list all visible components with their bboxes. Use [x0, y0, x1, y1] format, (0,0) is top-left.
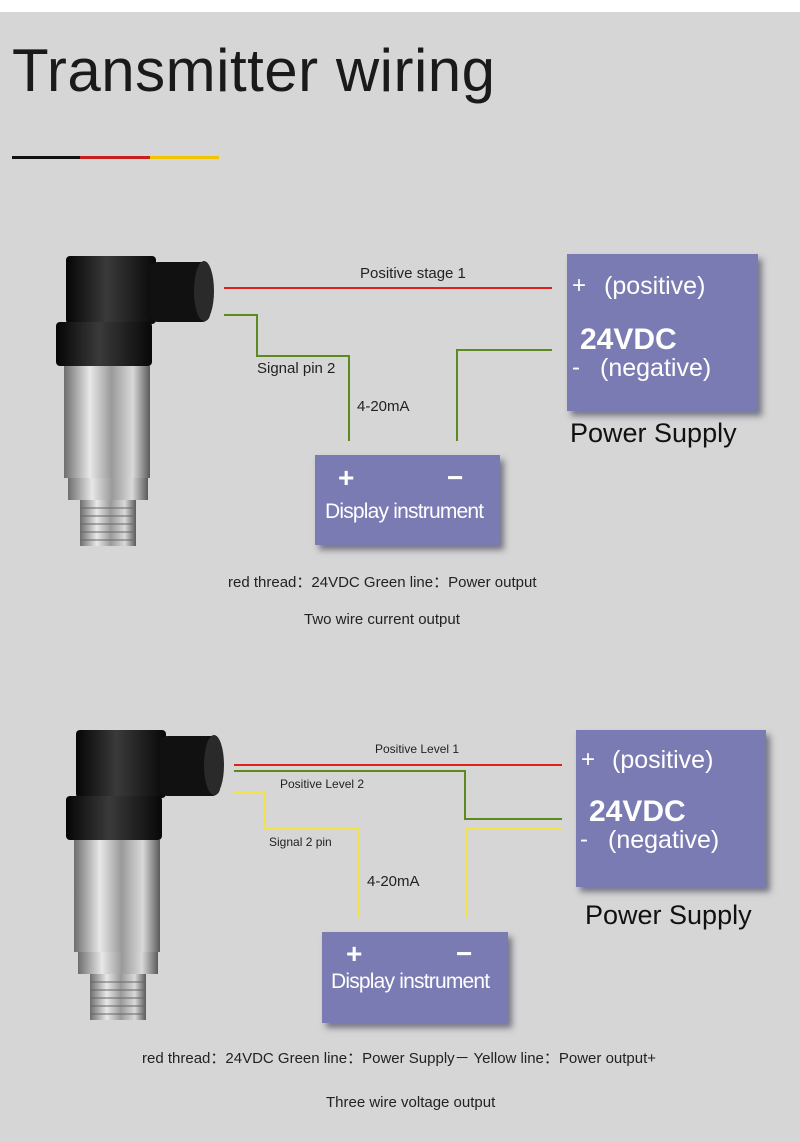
d1-display-label: Display instrument [325, 500, 484, 523]
pressure-transmitter-icon [56, 256, 214, 546]
d1-caption: Two wire current output [304, 611, 460, 628]
d1-display-plus: + [338, 462, 355, 493]
d2-display-minus: − [456, 938, 473, 969]
d1-power-supply-box [567, 254, 758, 411]
d1-red-wire-label: Positive stage 1 [360, 265, 466, 282]
page-title: Transmitter wiring [12, 37, 496, 104]
d2-signal-wire-label: Signal 2 pin [269, 835, 332, 849]
d2-display-box [322, 932, 508, 1023]
d1-signal-wire [224, 314, 350, 441]
d2-caption: Three wire voltage output [326, 1094, 496, 1111]
d2-legend: red thread：24VDC Green line：Power Supply… [142, 1050, 657, 1067]
accent-bar-black [12, 156, 80, 159]
d2-display-label: Display instrument [331, 970, 490, 993]
d2-display-plus: + [346, 938, 363, 969]
d2-ps-positive: (positive) [612, 746, 714, 774]
d1-current-label: 4-20mA [357, 398, 410, 415]
d1-ps-positive: (positive) [604, 272, 706, 300]
accent-bar-red [80, 156, 150, 159]
d2-ps-voltage: 24VDC [589, 795, 686, 828]
d2-power-supply-caption: Power Supply [585, 900, 752, 930]
d2-ps-plus: + [581, 746, 596, 773]
d1-display-box [315, 455, 500, 545]
d1-display-minus: − [447, 462, 464, 493]
d1-power-supply-caption: Power Supply [570, 418, 737, 448]
d1-ps-plus: + [572, 272, 587, 299]
d2-green-wire [234, 770, 562, 820]
d2-yellow-wire-output [466, 828, 562, 918]
d1-ps-negative: (negative) [600, 354, 712, 382]
pressure-transmitter-icon [66, 730, 224, 1020]
d1-ps-minus: - [572, 354, 580, 381]
d2-yellow-wire-signal [234, 791, 360, 918]
accent-bar-yellow [150, 156, 219, 159]
d1-signal-wire-label: Signal pin 2 [257, 360, 336, 377]
d2-green-wire-label: Positive Level 2 [280, 777, 365, 791]
d2-red-wire-label: Positive Level 1 [375, 742, 460, 756]
d1-green-wire [456, 349, 552, 441]
d1-ps-voltage: 24VDC [580, 323, 677, 356]
d2-ps-minus: - [580, 826, 588, 853]
d2-power-supply-box [576, 730, 766, 887]
d1-legend: red thread：24VDC Green line：Power output [228, 574, 537, 591]
d2-current-label: 4-20mA [367, 873, 420, 890]
d2-ps-negative: (negative) [608, 826, 720, 854]
